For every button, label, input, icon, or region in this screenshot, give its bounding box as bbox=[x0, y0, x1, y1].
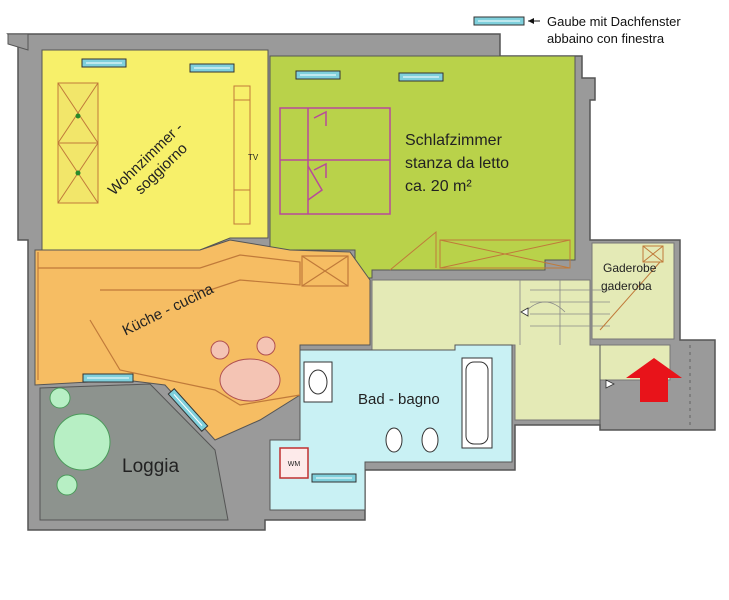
bidet bbox=[421, 427, 439, 453]
legend-line-1: Gaube mit Dachfenster bbox=[547, 14, 681, 29]
bedroom-floor bbox=[269, 55, 576, 279]
windows bbox=[81, 16, 525, 483]
window-icon bbox=[311, 473, 357, 483]
window-icon bbox=[189, 63, 235, 73]
plant-icon bbox=[49, 387, 71, 409]
wm-label: WM bbox=[288, 461, 301, 468]
bedroom-wardrobe bbox=[389, 230, 571, 271]
kitchen-counters bbox=[37, 252, 349, 406]
loggia-label: Loggia bbox=[122, 456, 179, 477]
plant-icon bbox=[53, 413, 111, 471]
toilet bbox=[385, 427, 403, 453]
tv-label: TV bbox=[248, 153, 259, 162]
wardrobe-details bbox=[599, 245, 664, 331]
window-icon bbox=[295, 70, 341, 80]
dining-table bbox=[210, 336, 281, 402]
legend-window-icon bbox=[473, 16, 525, 26]
legend-arrow-icon bbox=[528, 18, 534, 24]
corner-wall bbox=[7, 33, 29, 51]
wall-unit bbox=[233, 85, 251, 225]
loggia-plants bbox=[49, 387, 111, 496]
washing-machine bbox=[279, 447, 309, 479]
stairs bbox=[519, 280, 615, 389]
window-icon bbox=[82, 373, 134, 383]
bedroom-label-3: ca. 20 m² bbox=[405, 178, 472, 195]
window-icon bbox=[167, 388, 209, 432]
entrance-arrow-icon bbox=[626, 358, 682, 402]
plant-icon bbox=[56, 474, 78, 496]
legend-line-2: abbaino con finestra bbox=[547, 31, 665, 46]
bathroom-label: Bad - bagno bbox=[358, 391, 440, 408]
bedroom-label-1: Schlafzimmer bbox=[405, 132, 503, 149]
bedroom-label-2: stanza da letto bbox=[405, 155, 509, 172]
window-icon bbox=[398, 72, 444, 82]
legend: Gaube mit Dachfenster abbaino con finest… bbox=[528, 14, 681, 46]
bathroom-fixtures bbox=[303, 357, 493, 453]
living-room-furniture bbox=[57, 82, 251, 225]
bed bbox=[279, 107, 391, 215]
wardrobe-label-2: gaderoba bbox=[601, 279, 652, 293]
window-icon bbox=[81, 58, 127, 68]
wardrobe-label-1: Gaderobe bbox=[603, 261, 657, 275]
